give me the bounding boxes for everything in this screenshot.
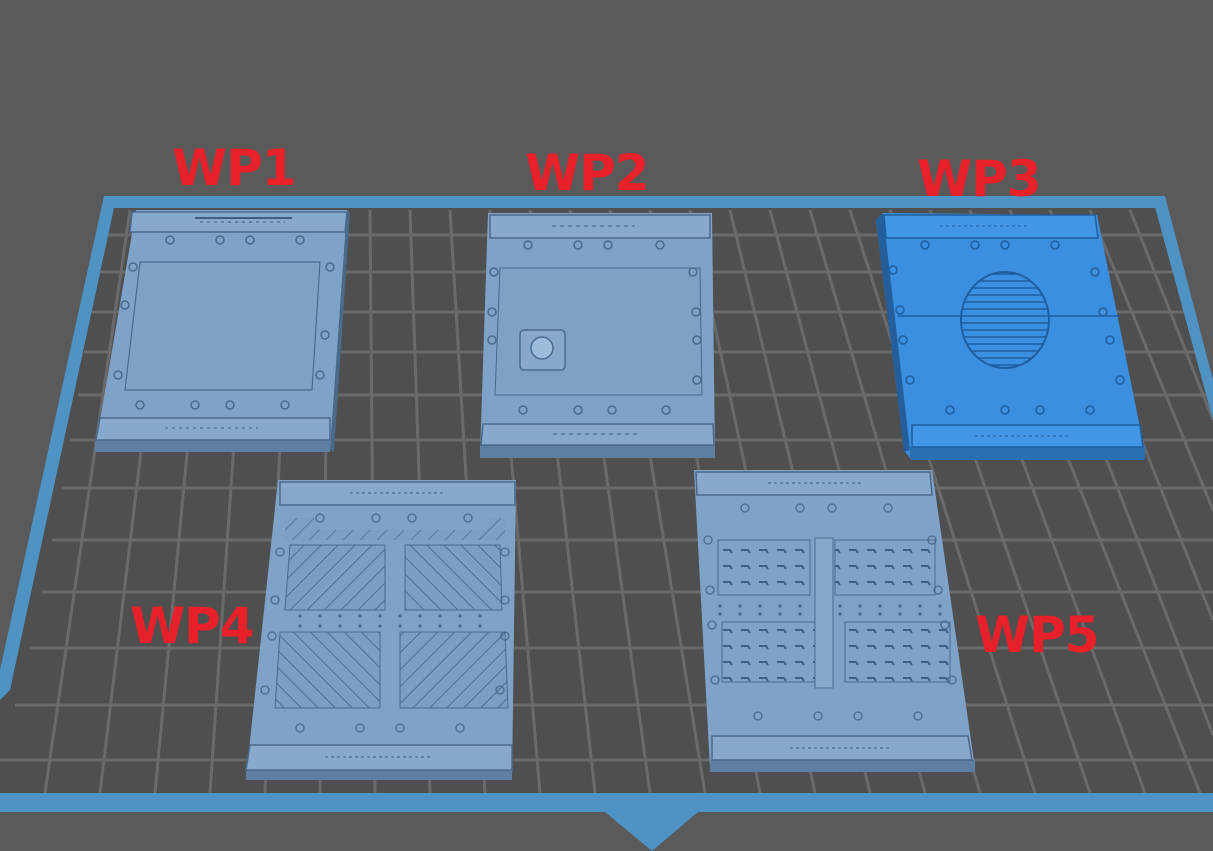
model-label-wp1: WP1 <box>172 139 296 197</box>
plate-border <box>0 196 1213 812</box>
model-wp2[interactable] <box>480 213 715 458</box>
grille-feature <box>960 271 1050 369</box>
model-wp4[interactable] <box>245 480 516 780</box>
model-label-wp2: WP2 <box>525 144 649 202</box>
model-wp1[interactable] <box>95 210 350 452</box>
model-label-wp3: WP3 <box>917 150 1041 208</box>
model-wp3[interactable] <box>876 213 1145 460</box>
model-label-wp4: WP4 <box>130 597 254 655</box>
model-wp5[interactable] <box>694 470 975 772</box>
front-arrow-icon <box>605 812 698 851</box>
model-label-wp5: WP5 <box>975 606 1099 664</box>
